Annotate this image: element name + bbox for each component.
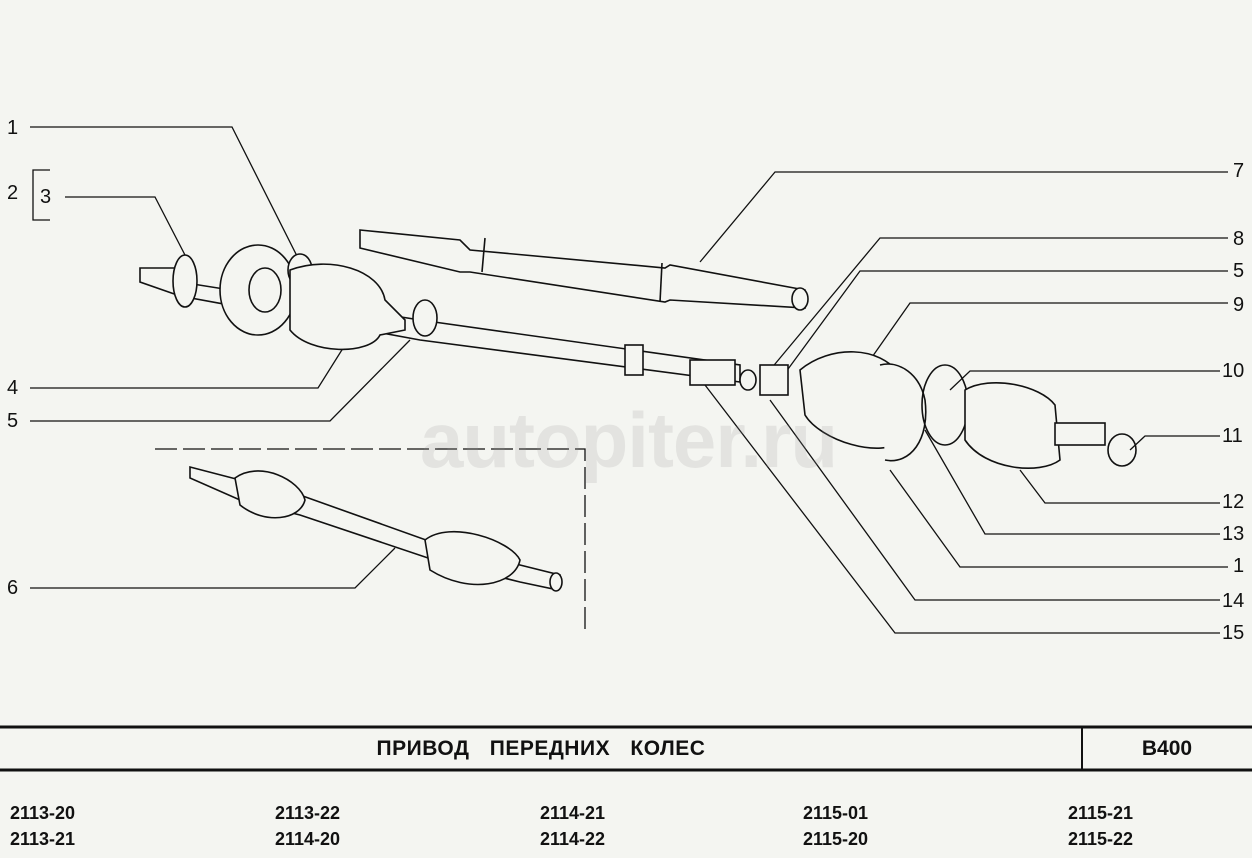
model-code: 2114-20 xyxy=(275,829,341,849)
callout-9: 9 xyxy=(1233,294,1245,316)
model-code: 2113-21 xyxy=(10,829,76,849)
model-column: 2113-20 2113-21 xyxy=(10,800,75,852)
callout-5: 5 xyxy=(7,410,19,432)
model-column: 2114-21 2114-22 xyxy=(540,800,605,852)
model-code: 2115-21 xyxy=(1068,803,1134,823)
callout-15: 15 xyxy=(1222,622,1245,644)
model-code: 2115-22 xyxy=(1068,829,1134,849)
callout-2: 2 xyxy=(7,182,19,204)
callout-1-right: 1 xyxy=(1233,555,1245,577)
callout-6: 6 xyxy=(7,577,19,599)
diagram-code: B400 xyxy=(1141,736,1193,760)
model-column: 2115-01 2115-20 xyxy=(803,800,868,852)
model-code: 2115-01 xyxy=(803,803,869,823)
model-column: 2113-22 2114-20 xyxy=(275,800,340,852)
callout-7: 7 xyxy=(1233,160,1245,182)
callout-8: 8 xyxy=(1233,228,1245,250)
callout-3: 3 xyxy=(40,186,52,208)
model-code: 2113-20 xyxy=(10,803,76,823)
callout-10: 10 xyxy=(1222,360,1245,382)
parts xyxy=(139,229,1137,592)
callout-11: 11 xyxy=(1222,425,1243,447)
title-block-frame xyxy=(0,725,1252,772)
diagram-title: ПРИВОД ПЕРЕДНИХ КОЛЕС xyxy=(376,736,706,760)
model-code: 2114-22 xyxy=(540,829,606,849)
model-code: 2113-22 xyxy=(275,803,341,823)
callout-5-right: 5 xyxy=(1233,260,1245,282)
callout-1: 1 xyxy=(7,117,19,139)
callout-12: 12 xyxy=(1222,491,1245,513)
leader-lines xyxy=(30,126,1228,635)
callout-14: 14 xyxy=(1222,590,1245,612)
watermark: autopiter.ru xyxy=(420,396,838,484)
model-column: 2115-21 2115-22 xyxy=(1068,800,1133,852)
callout-4: 4 xyxy=(7,377,19,399)
callout-13: 13 xyxy=(1222,523,1245,545)
model-code: 2115-20 xyxy=(803,829,869,849)
model-code: 2114-21 xyxy=(540,803,606,823)
